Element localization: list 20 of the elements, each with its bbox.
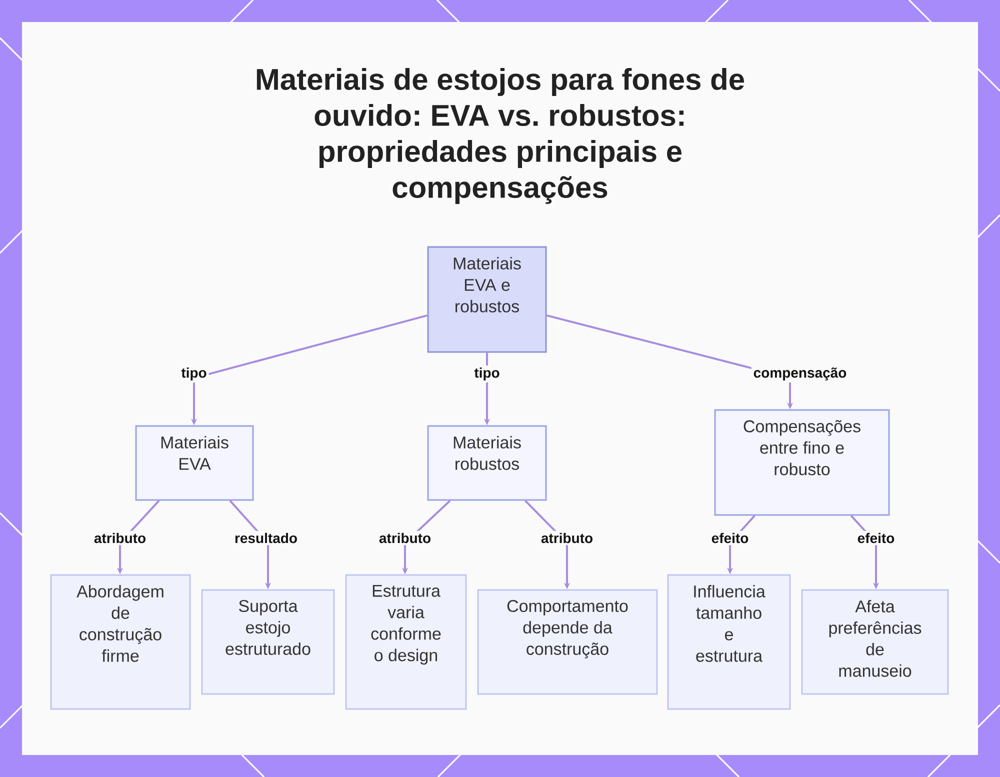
concept-box: Influencia tamanho e estrutura [667, 574, 791, 710]
concept-box: Estrutura varia conforme o design [345, 574, 467, 710]
edge-label: efeito [855, 530, 897, 546]
concept-box: Compensações entre fino e robusto [714, 409, 890, 516]
edge-label: tipo [472, 365, 502, 383]
concept-box: Abordagem de construção firme [50, 574, 191, 710]
concept-box: Materiais robustos [427, 425, 547, 501]
edge-label: atributo [376, 530, 434, 546]
title: Materiais de estojos para fones de ouvido: EVA vs. robustos: propriedades principais e compensações [256, 68, 744, 204]
concept-box: Materiais EVA [135, 425, 254, 501]
edge-label: tipo [179, 365, 209, 383]
edge-label: compensação [751, 366, 849, 382]
topic-box: Materiais EVA e robustos [427, 246, 547, 353]
edge-label: efeito [709, 530, 751, 546]
edge-label: atributo [92, 530, 148, 546]
edge-label: resultado [232, 530, 300, 546]
concept-box: Suporta estojo estruturado [201, 589, 335, 695]
edge-label: atributo [538, 530, 596, 546]
concept-box: Afeta preferências de manuseio [801, 589, 949, 695]
concept-box: Comportamento depende da construção [477, 589, 658, 695]
